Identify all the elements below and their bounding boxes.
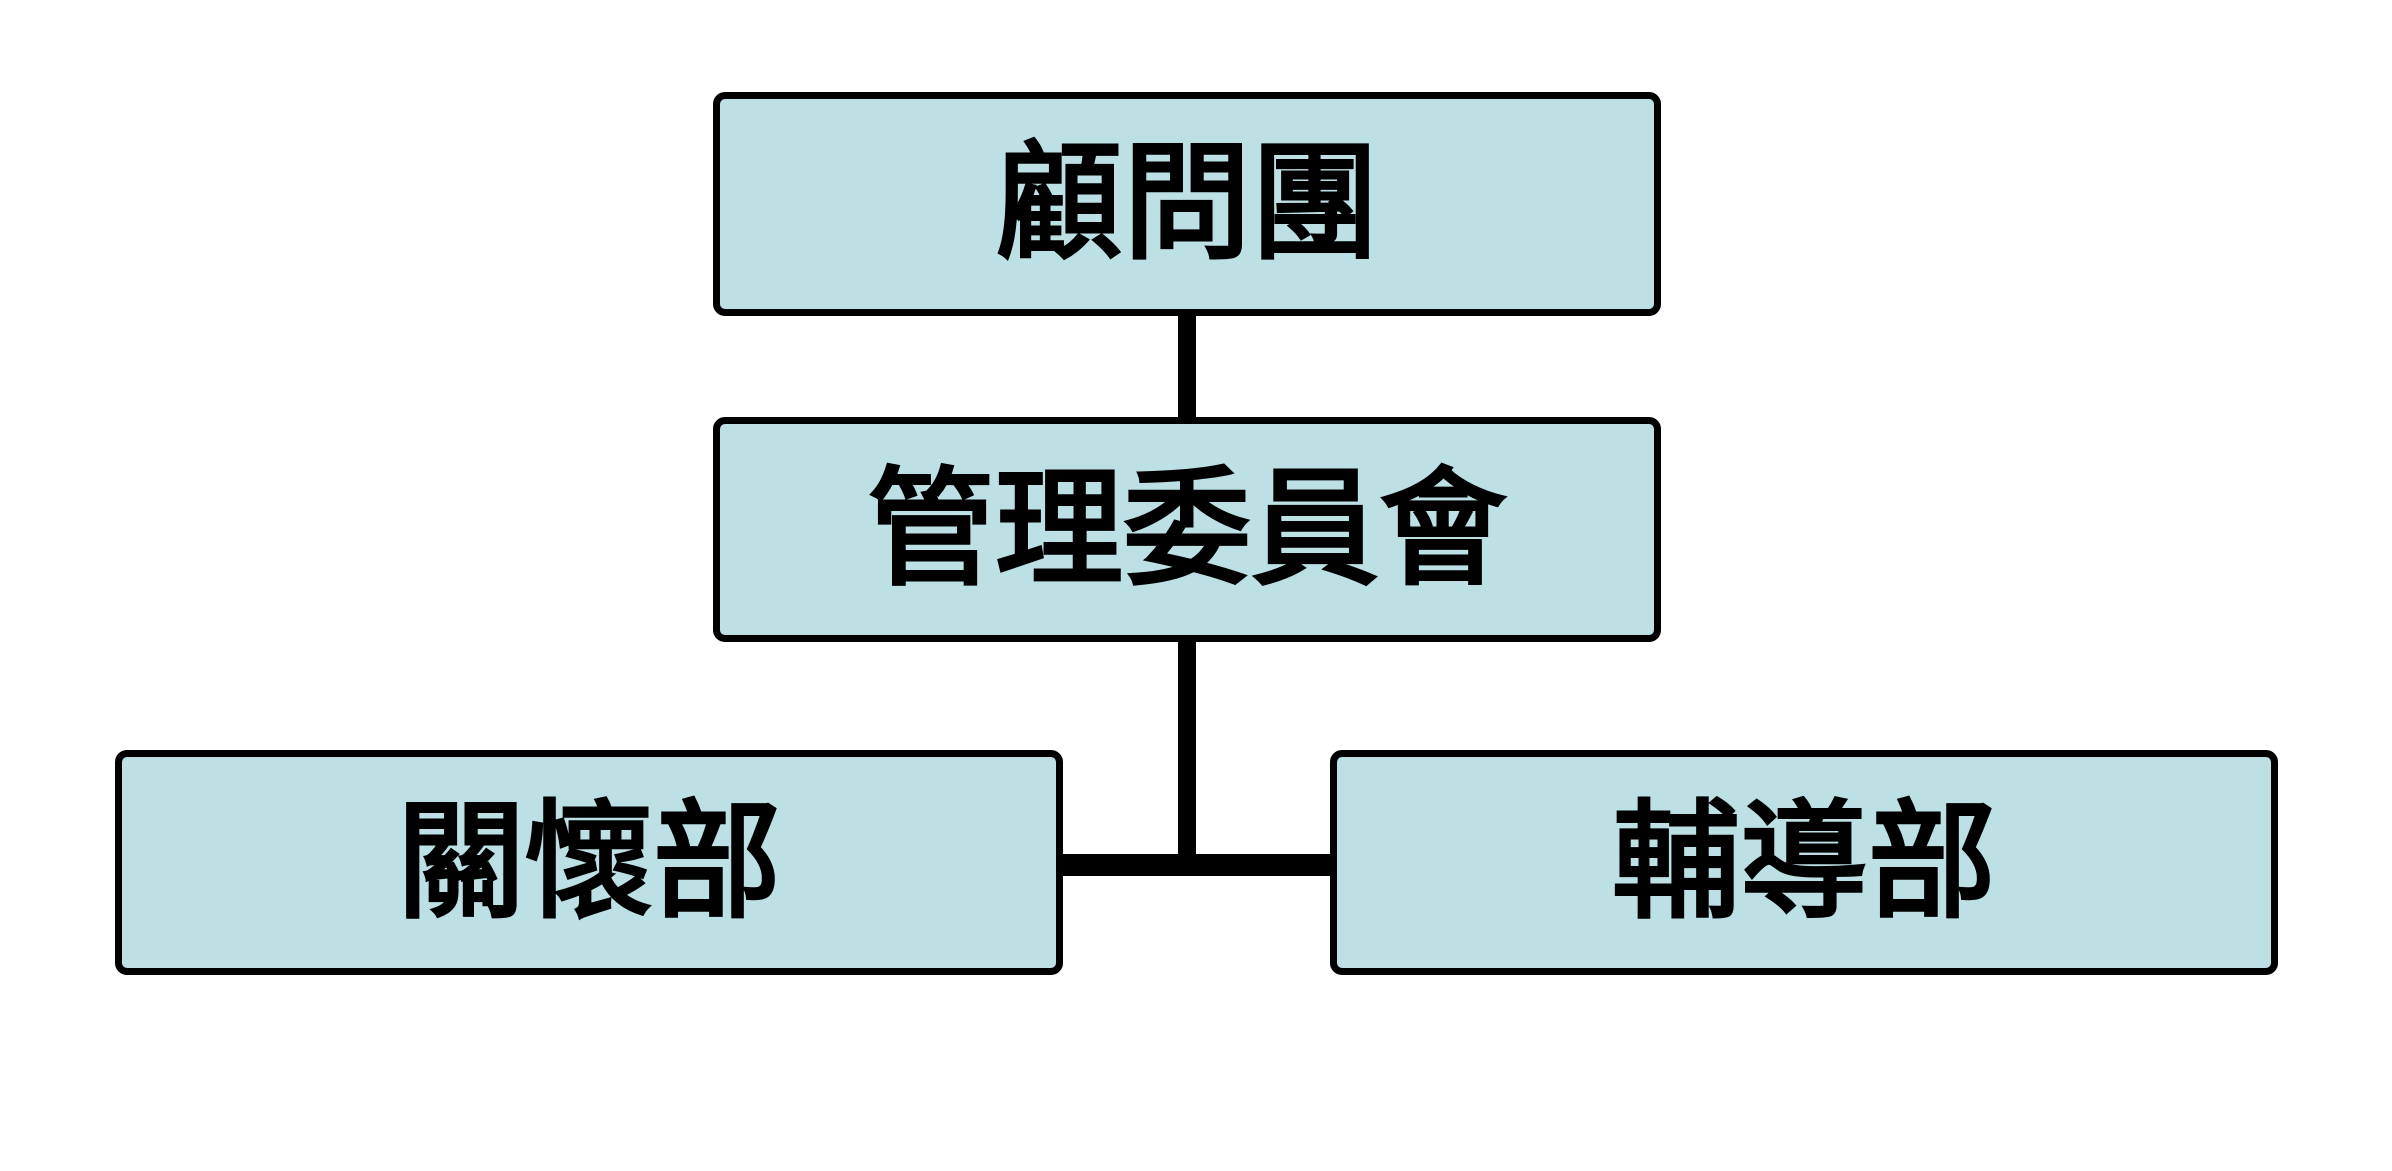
- node-committee-label: 管理委員會: [866, 454, 1507, 604]
- node-counseling-label: 輔導部: [1611, 787, 1996, 937]
- connector-horizontal-branch: [1058, 854, 1334, 876]
- node-care-label: 關懷部: [396, 787, 781, 937]
- node-committee: 管理委員會: [713, 417, 1661, 642]
- node-advisory: 顧問團: [713, 92, 1661, 316]
- connector-advisory-committee: [1178, 309, 1196, 421]
- node-advisory-label: 顧問團: [994, 129, 1379, 278]
- node-care: 關懷部: [115, 750, 1063, 975]
- connector-committee-down: [1178, 636, 1196, 872]
- node-counseling: 輔導部: [1330, 750, 2278, 975]
